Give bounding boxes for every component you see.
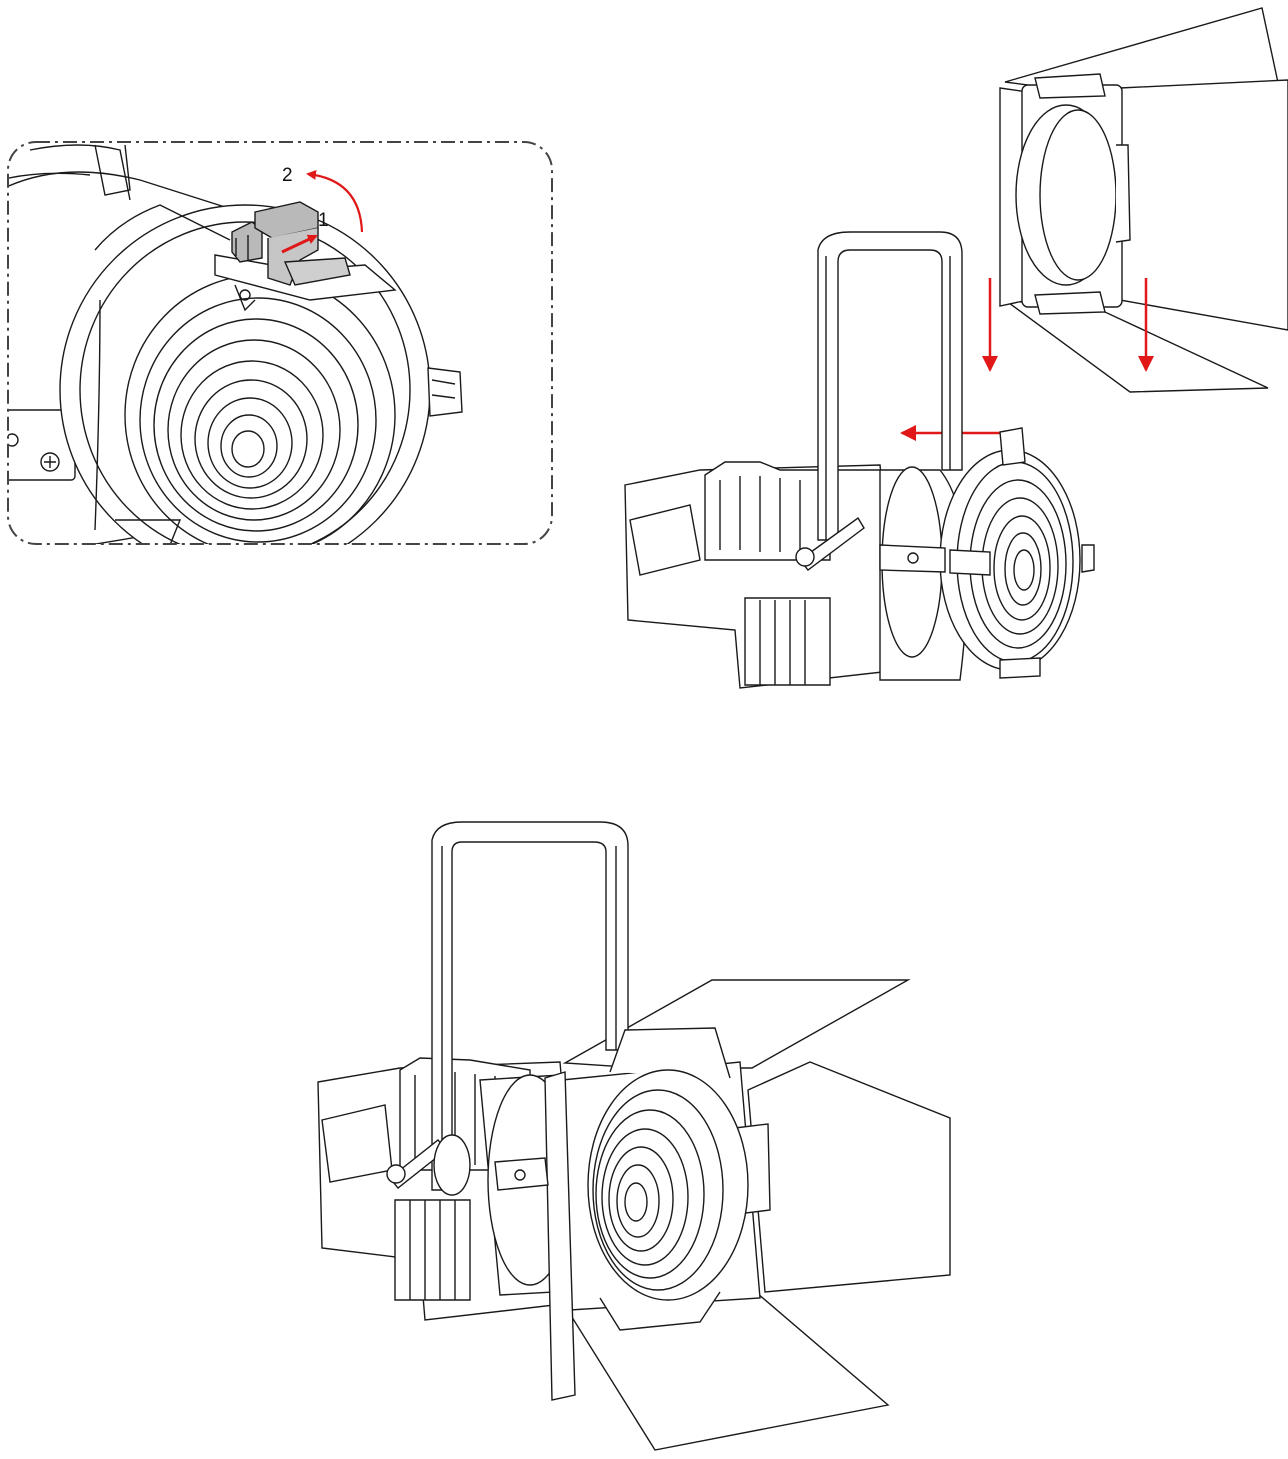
latch-icon	[231, 201, 351, 286]
step-label-2: 2	[282, 165, 293, 186]
assembled-fixture-icon	[317, 821, 951, 1451]
screw-icon	[40, 452, 60, 472]
detail-inset: 2 1	[7, 141, 553, 545]
lens-icon	[124, 274, 396, 544]
fixture-icon	[624, 231, 1095, 689]
step-label-1: 1	[318, 210, 329, 231]
barndoor-icon	[999, 7, 1288, 393]
